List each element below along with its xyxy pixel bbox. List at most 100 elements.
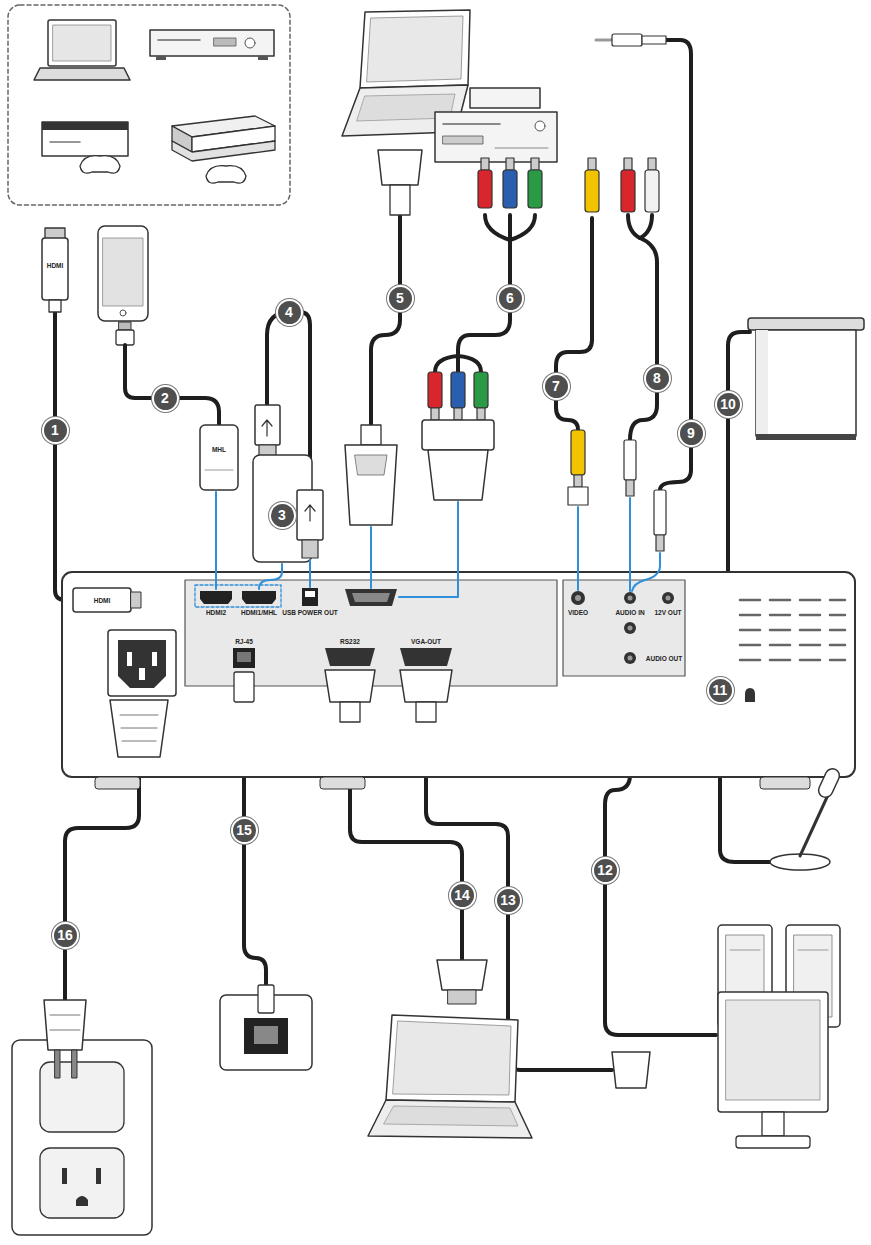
port [305, 591, 315, 597]
projector [800, 644, 820, 647]
projector [62, 572, 855, 777]
connection-line [215, 492, 217, 589]
laptop [386, 1015, 518, 1102]
hdmi-plug [42, 238, 68, 300]
rca-plug [571, 430, 585, 475]
hdmi-plug [49, 300, 61, 312]
cable-plug [400, 670, 452, 702]
rca-plug [585, 170, 599, 212]
cable [371, 215, 400, 425]
port [345, 589, 397, 606]
connection-line [629, 498, 631, 591]
port-label: HDMI [94, 597, 111, 604]
power-inlet [108, 630, 176, 757]
power-outlet [12, 1000, 152, 1235]
rca-plug [506, 158, 514, 170]
network-jack [258, 985, 274, 1013]
laptop [367, 16, 463, 82]
microphone [800, 795, 828, 856]
power-outlet [55, 1050, 60, 1078]
port-label: VGA-OUT [411, 638, 441, 645]
port-label: RS232 [340, 638, 360, 645]
callout-number: 16 [52, 922, 79, 949]
rca-plug [431, 408, 439, 420]
connection-line [577, 507, 579, 590]
power-inlet [110, 700, 168, 757]
source-devices [206, 166, 246, 183]
projection-screen [756, 330, 856, 436]
cable [605, 742, 716, 1035]
vga-plug [345, 445, 397, 525]
cable [435, 356, 481, 372]
monitor [736, 1136, 810, 1148]
video-player [435, 112, 557, 162]
port-label: MHL [212, 446, 226, 453]
port [624, 592, 636, 604]
cable-plug [325, 670, 375, 702]
audio-plug [626, 480, 634, 496]
rca-plug [624, 158, 632, 170]
port-label: HDMI1/MHL [241, 609, 277, 616]
audio-plug [624, 440, 636, 480]
cable [125, 345, 219, 425]
rca-plug [454, 408, 462, 420]
port [575, 595, 581, 601]
projector [740, 600, 845, 660]
laptop [368, 960, 532, 1138]
projector [740, 614, 760, 617]
projector [745, 688, 755, 702]
port [624, 652, 636, 664]
vga-plug [355, 455, 387, 475]
port [628, 596, 633, 601]
video-player [495, 148, 548, 149]
port-label: AUDIO IN [615, 609, 644, 616]
projector [740, 599, 760, 602]
callout-number: 1 [42, 417, 69, 444]
projector [830, 644, 845, 647]
source-devices [53, 25, 111, 61]
power-inlet [152, 652, 157, 666]
network-jack [254, 1026, 278, 1044]
rca-plug [528, 170, 542, 208]
projector [770, 659, 790, 662]
source-devices [258, 56, 268, 60]
port [662, 592, 674, 604]
smartphone [120, 310, 126, 316]
power-inlet [120, 715, 158, 716]
source-devices [156, 56, 166, 60]
rca-plug [481, 158, 489, 170]
audio-plug [642, 36, 666, 44]
port [302, 588, 318, 606]
rca-plug [621, 170, 635, 212]
callout-number: 2 [152, 385, 179, 412]
audio-plug [656, 535, 664, 551]
port [624, 622, 636, 634]
rca-plug [503, 170, 517, 208]
power-outlet [72, 1050, 77, 1078]
laptop [384, 1106, 518, 1126]
microphone [770, 766, 842, 870]
port [237, 652, 251, 662]
monitor [762, 1112, 784, 1136]
power-outlet [76, 1196, 88, 1206]
power-outlet [12, 1040, 152, 1235]
projector [770, 629, 790, 632]
port [666, 596, 671, 601]
usb-plug [305, 505, 315, 521]
microphone [816, 766, 841, 799]
video-player [435, 88, 557, 162]
power-outlet [40, 1148, 124, 1218]
video-player [470, 88, 540, 108]
component-adapter [422, 420, 494, 500]
connection-line [632, 553, 660, 591]
wireless-dongle [253, 405, 323, 562]
mhl-adapter [200, 425, 238, 490]
projector [740, 659, 760, 662]
power-outlet [50, 1030, 80, 1031]
projection-screen [756, 434, 856, 440]
network-jack [244, 1018, 288, 1054]
component-adapter [422, 420, 494, 450]
port [400, 648, 452, 666]
connection-line [259, 564, 282, 589]
rca-plug [478, 170, 492, 208]
